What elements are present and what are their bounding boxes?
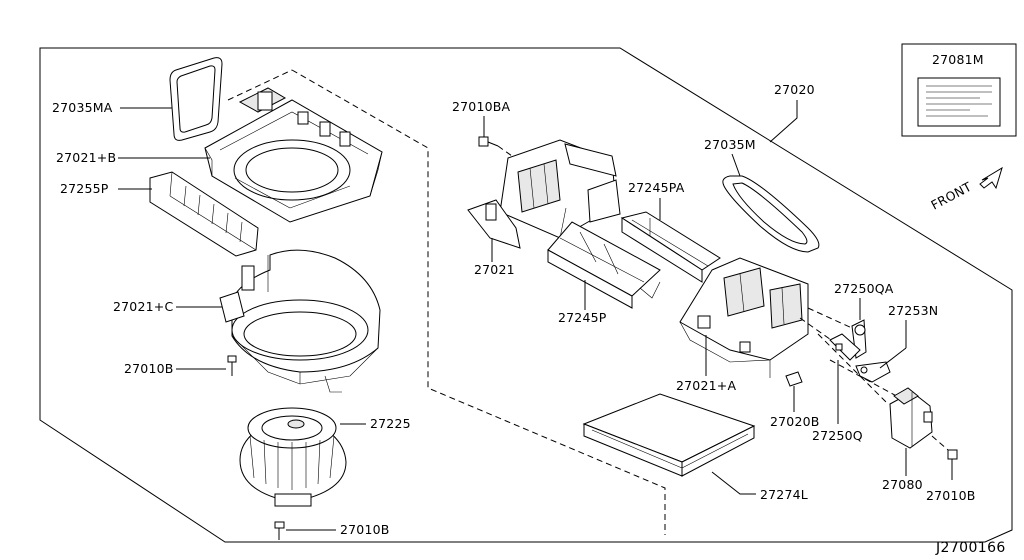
part-27021C-blower-housing: [219, 249, 381, 393]
drawing-number: J2700166: [935, 540, 1006, 556]
part-27225-blower-motor: [239, 407, 347, 507]
label-27245P: 27245P: [558, 310, 607, 325]
front-direction-indicator: FRONT: [928, 166, 1003, 213]
part-27020B-clip: [785, 371, 803, 387]
part-27080-actuator: [889, 387, 933, 449]
label-27274L: 27274L: [760, 487, 808, 502]
front-label: FRONT: [928, 179, 974, 213]
label-27035M: 27035M: [704, 137, 756, 152]
part-27245P-filter: [547, 221, 661, 309]
screw-27010BA: [478, 136, 499, 147]
part-27253N-link: [855, 361, 891, 383]
label-27021C: 27021+C: [113, 299, 173, 314]
label-plate-inset: 27081M: [901, 43, 1017, 137]
part-27245PA-filter: [620, 211, 721, 283]
label-27255P: 27255P: [60, 181, 109, 196]
label-27245PA: 27245PA: [628, 180, 685, 195]
label-27010B-b: 27010B: [340, 522, 390, 537]
inset-label: 27081M: [932, 52, 984, 67]
screw-27010B-a: [227, 355, 237, 376]
label-27021: 27021: [474, 262, 515, 277]
label-27020B: 27020B: [770, 414, 820, 429]
label-27021A: 27021+A: [676, 378, 736, 393]
screw-27010B-b: [274, 521, 285, 540]
part-27021B-upper-housing: [204, 87, 383, 223]
label-27010BA: 27010BA: [452, 99, 511, 114]
label-27250QA: 27250QA: [834, 281, 894, 296]
label-27020: 27020: [774, 82, 815, 97]
leader-27020: [769, 100, 798, 143]
part-27250Q-lever: [829, 333, 861, 361]
front-arrow-icon: [979, 166, 1003, 190]
part-27021-intake-unit: [467, 139, 621, 249]
label-27225: 27225: [370, 416, 411, 431]
part-27255P-grille: [149, 171, 259, 257]
assembly-boundary: [39, 47, 1013, 543]
label-27021B: 27021+B: [56, 150, 116, 165]
screw-27010B-c: [931, 435, 958, 480]
label-27035MA: 27035MA: [52, 100, 113, 115]
part-27274L-cabin-filter: [582, 393, 756, 477]
part-27035MA-seal: [169, 57, 223, 141]
label-27250Q: 27250Q: [812, 428, 863, 443]
part-27021A-case: [679, 257, 809, 378]
label-27253N: 27253N: [888, 303, 938, 318]
label-27010B-a: 27010B: [124, 361, 174, 376]
label-27080: 27080: [882, 477, 923, 492]
label-27010B-c: 27010B: [926, 488, 976, 503]
part-27035M-seal: [722, 175, 820, 253]
subassembly-dashed-boundary: [291, 69, 666, 535]
